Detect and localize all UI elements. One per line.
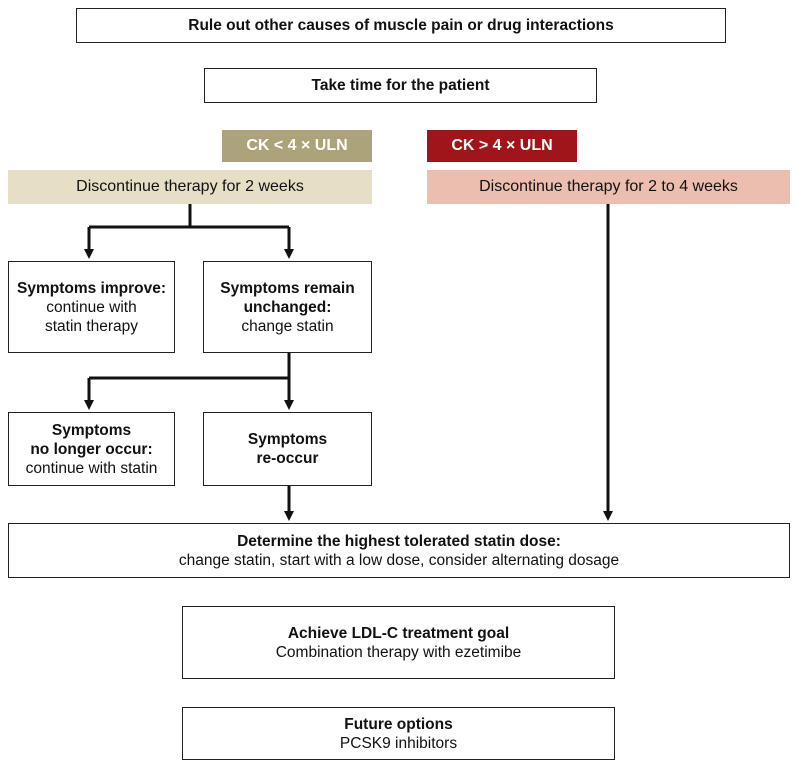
reoccur-heading-2: re-occur bbox=[256, 450, 319, 467]
determine-dose-box: Determine the highest tolerated statin d… bbox=[8, 523, 790, 578]
future-text: PCSK9 inhibitors bbox=[339, 734, 458, 752]
no-longer-heading-2: no longer occur: bbox=[30, 440, 153, 458]
achieve-text: Combination therapy with ezetimibe bbox=[275, 643, 522, 661]
unchanged-heading-1: Symptoms remain bbox=[220, 279, 355, 297]
determine-title: Determine the highest tolerated statin d… bbox=[237, 532, 561, 550]
symptoms-no-longer-box: Symptoms no longer occur: continue with … bbox=[8, 412, 175, 486]
no-longer-text: continue with statin bbox=[25, 459, 158, 477]
ck-high-label: CK > 4 × ULN bbox=[451, 137, 553, 154]
ck-low-label: CK < 4 × ULN bbox=[246, 137, 348, 154]
symptoms-improve-box: Symptoms improve: continue with statin t… bbox=[8, 261, 175, 353]
take-time-text: Take time for the patient bbox=[311, 77, 490, 94]
achieve-title: Achieve LDL-C treatment goal bbox=[287, 624, 510, 642]
ck-low-tag: CK < 4 × ULN bbox=[222, 130, 372, 162]
reoccur-heading-1: Symptoms bbox=[247, 431, 328, 448]
right-discontinue-band: Discontinue therapy for 2 to 4 weeks bbox=[427, 170, 790, 204]
improve-line-2: statin therapy bbox=[44, 317, 139, 335]
achieve-goal-box: Achieve LDL-C treatment goal Combination… bbox=[182, 606, 615, 679]
right-discontinue-text: Discontinue therapy for 2 to 4 weeks bbox=[479, 178, 738, 195]
improve-heading: Symptoms improve: bbox=[16, 279, 166, 297]
determine-text: change statin, start with a low dose, co… bbox=[178, 551, 620, 569]
ck-high-tag: CK > 4 × ULN bbox=[427, 130, 577, 162]
unchanged-heading-2: unchanged: bbox=[243, 298, 332, 316]
no-longer-heading-1: Symptoms bbox=[51, 421, 132, 439]
left-discontinue-text: Discontinue therapy for 2 weeks bbox=[76, 178, 304, 195]
symptoms-reoccur-box: Symptoms re-occur bbox=[203, 412, 372, 486]
improve-line-1: continue with bbox=[46, 298, 137, 316]
rule-out-box: Rule out other causes of muscle pain or … bbox=[76, 8, 726, 43]
future-options-box: Future options PCSK9 inhibitors bbox=[182, 707, 615, 760]
future-title: Future options bbox=[344, 715, 453, 733]
symptoms-unchanged-box: Symptoms remain unchanged: change statin bbox=[203, 261, 372, 353]
unchanged-text: change statin bbox=[241, 317, 334, 335]
rule-out-text: Rule out other causes of muscle pain or … bbox=[188, 17, 614, 34]
take-time-box: Take time for the patient bbox=[204, 68, 597, 103]
left-discontinue-band: Discontinue therapy for 2 weeks bbox=[8, 170, 372, 204]
